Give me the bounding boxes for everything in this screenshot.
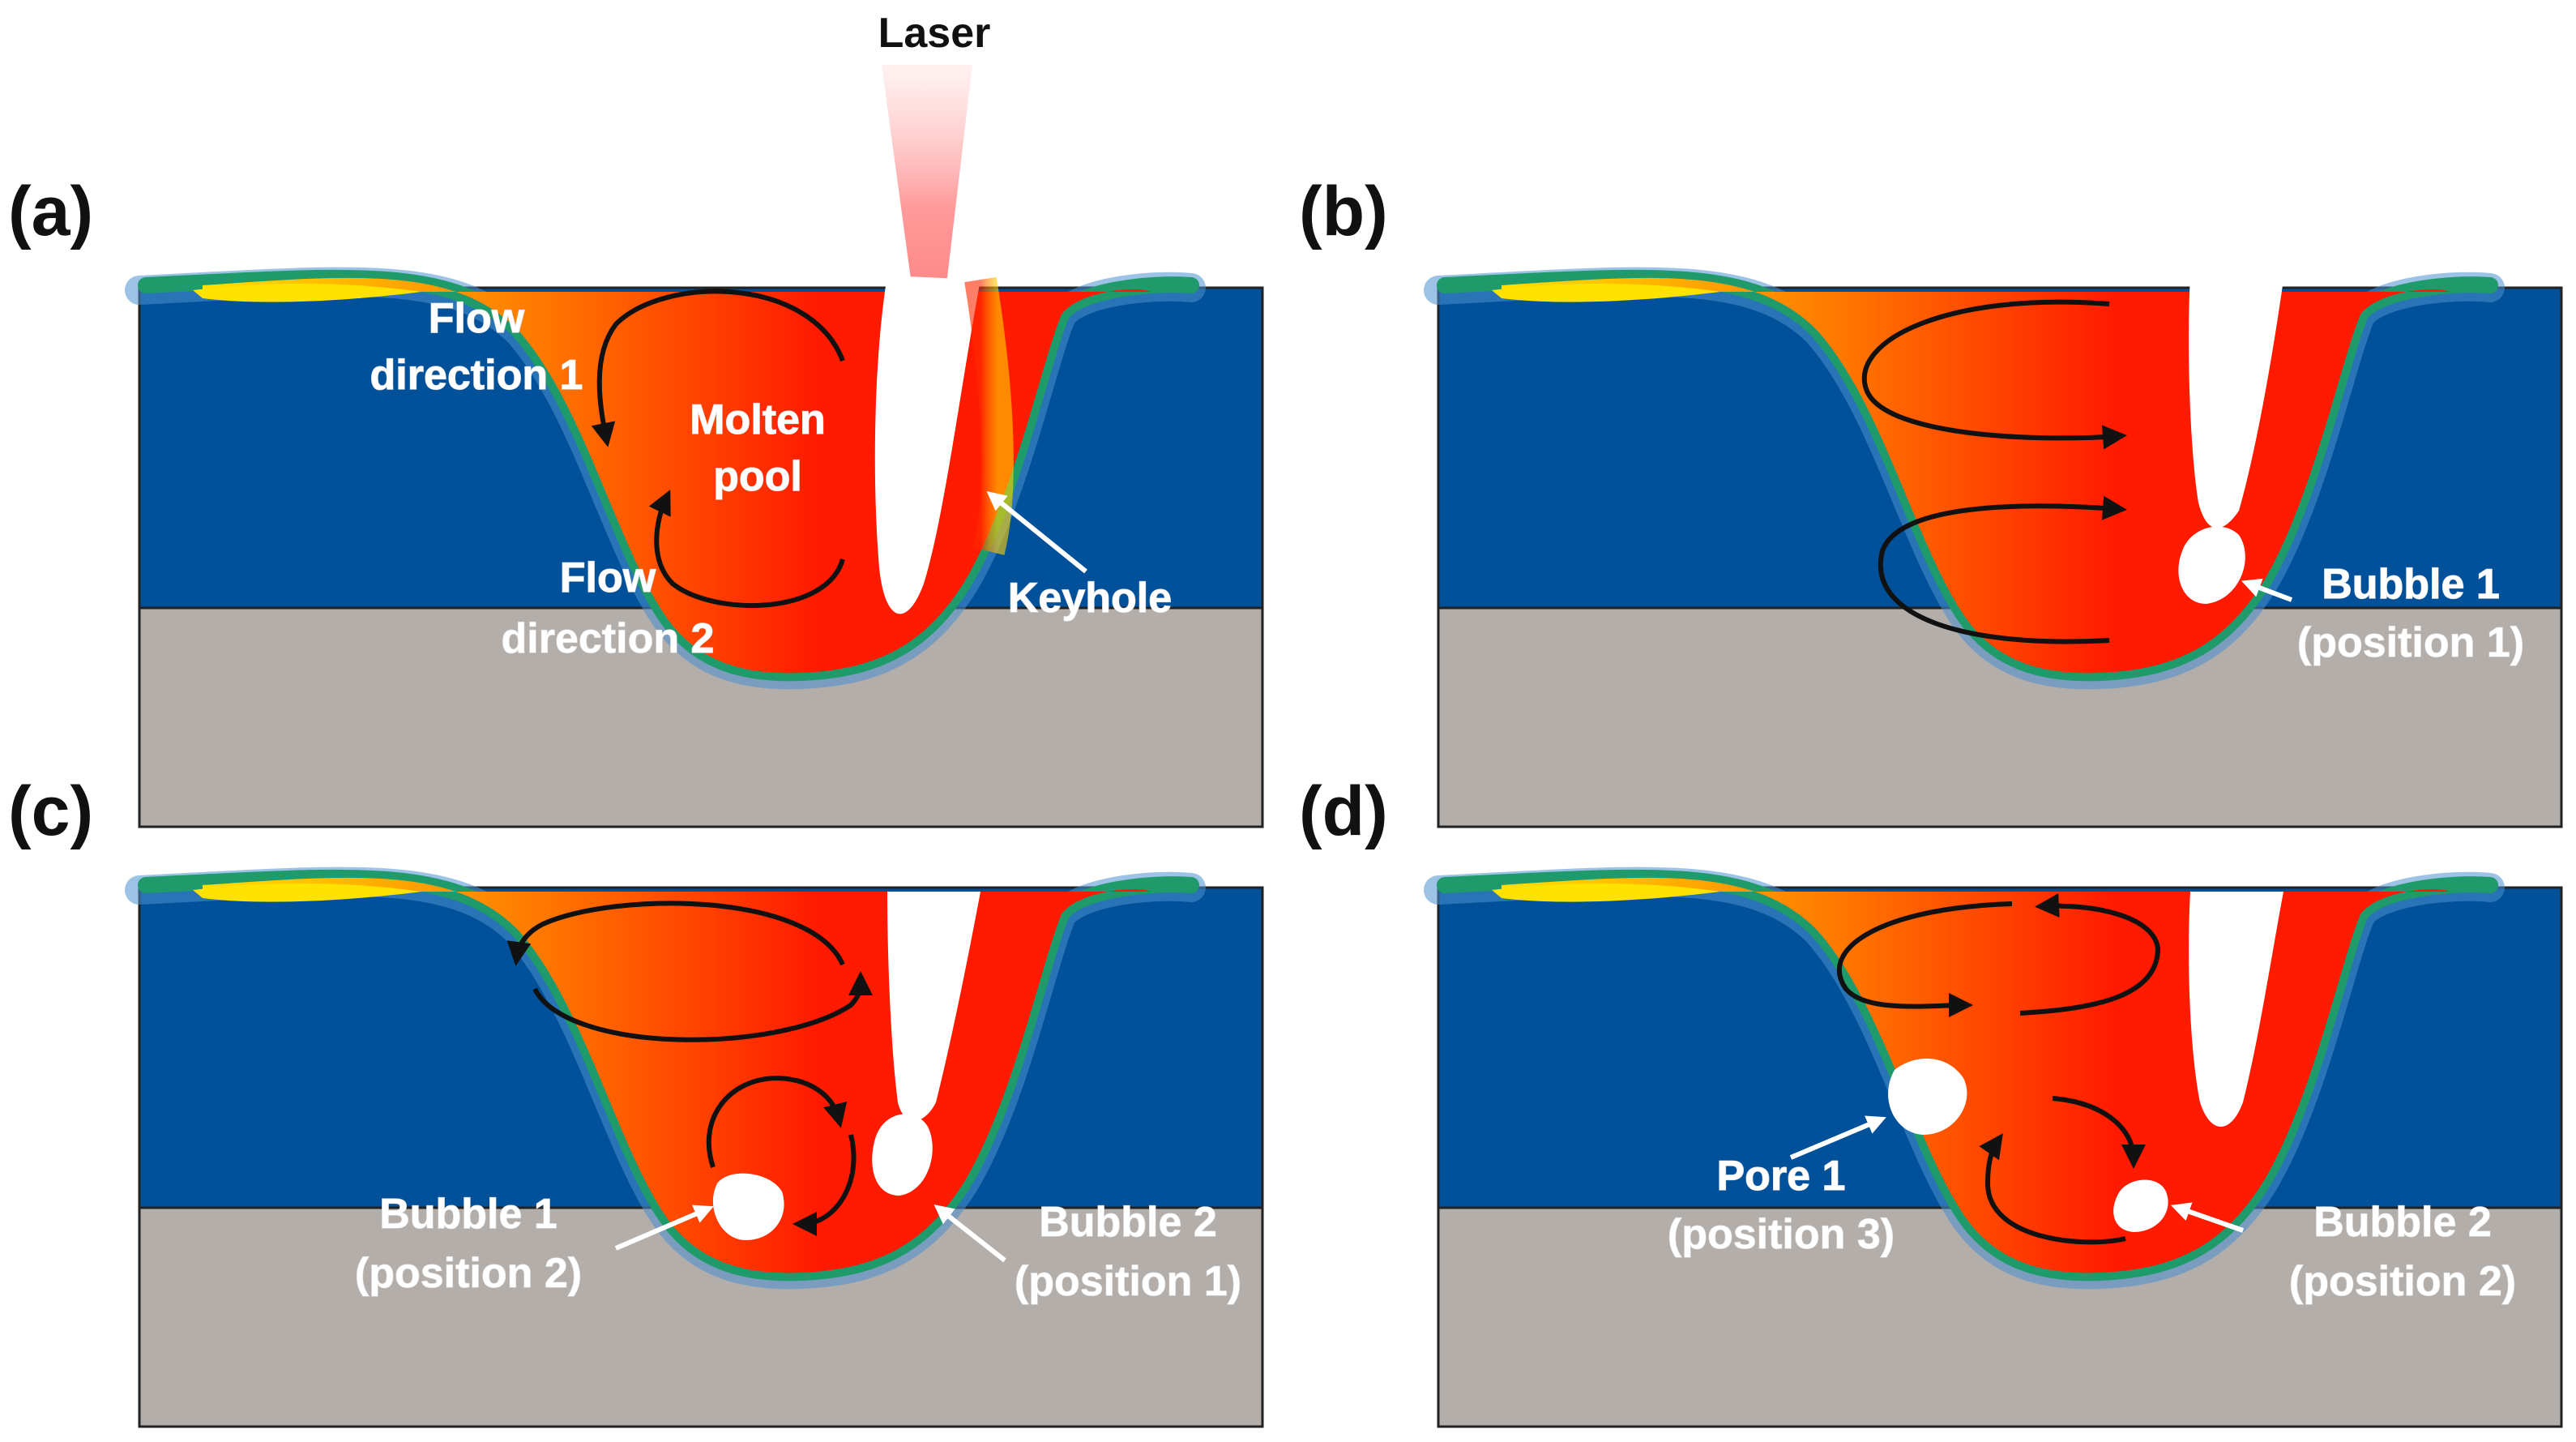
flow-arrow-upper-left (1836, 901, 2013, 1018)
keyhole-label: Keyhole (1008, 575, 1172, 622)
panel-c: (c) Bubble 1 (position 2) Bubble 2 (posi… (8, 772, 1262, 1427)
bubble-2-pointer-arrow (2170, 1202, 2244, 1233)
bubble-1-line2: (position 2) (355, 1250, 582, 1297)
bubble-1 (2178, 526, 2245, 604)
bubble-2-line1: Bubble 2 (2313, 1199, 2492, 1246)
bubble-2-pointer-arrow (933, 1205, 1006, 1263)
pore-1-pointer-arrow (1789, 1115, 1886, 1160)
flow-arrow-upper (591, 289, 845, 447)
panel-letter-d: (d) (1299, 772, 1388, 850)
bubble-2 (872, 1114, 933, 1196)
flow-arrow-lower (1878, 495, 2127, 644)
flow-arrow-upper-right (2019, 893, 2161, 1016)
bubble-1-pointer-arrow (2241, 578, 2293, 602)
flow-arrow-upper (506, 901, 845, 966)
flow-arrow-lower-left (1979, 1133, 2126, 1245)
bubble-2-line1: Bubble 2 (1039, 1199, 1217, 1246)
panel-letter-a: (a) (8, 173, 93, 250)
flow-direction-1-line2: direction 1 (370, 352, 583, 399)
keyhole-cavity (2189, 276, 2283, 528)
pore-1-line1: Pore 1 (1717, 1153, 1846, 1200)
flow-direction-2-line1: Flow (560, 554, 656, 601)
bubble-1 (712, 1173, 784, 1240)
pore-1-line2: (position 3) (1668, 1211, 1895, 1258)
flow-arrow-lower (706, 1075, 848, 1168)
flow-direction-2-line2: direction 2 (502, 615, 715, 662)
panel-b: (b) Bubble 1 (position 1) (1299, 173, 2561, 827)
bubble-2-line2: (position 1) (1015, 1258, 1241, 1305)
flow-direction-1-line1: Flow (429, 295, 525, 342)
keyhole-cavity (874, 276, 980, 614)
bubble-2 (2113, 1179, 2168, 1232)
flow-arrow-upper-return (532, 971, 873, 1042)
pore-1 (1888, 1059, 1967, 1135)
molten-pool-line1: Molten (690, 396, 826, 443)
bubble-1-line1: Bubble 1 (379, 1191, 557, 1238)
flow-arrow-lower (648, 490, 845, 608)
bubble-1-line2: (position 1) (2297, 619, 2524, 666)
laser-label: Laser (878, 10, 991, 57)
panel-a: (a) Flow direction 1 Molten pool Flow di… (8, 173, 1262, 827)
keyhole-cavity (2189, 892, 2283, 1127)
bubble-2-line2: (position 2) (2289, 1258, 2516, 1305)
laser-beam (882, 65, 972, 421)
molten-pool-line2: pool (713, 453, 802, 500)
flow-arrow-upper (1862, 299, 2127, 450)
panel-d: (d) Pore 1 (position 3) Bubble 2 (positi… (1299, 772, 2561, 1427)
flow-arrow-lower-right (2052, 1096, 2146, 1169)
keyhole-cavity (887, 892, 980, 1121)
keyhole-pointer-arrow (986, 490, 1087, 574)
bubble-1-pointer-arrow (614, 1205, 714, 1251)
bubble-1-line1: Bubble 1 (2322, 561, 2500, 608)
panel-letter-c: (c) (8, 772, 93, 850)
panel-letter-b: (b) (1299, 173, 1388, 250)
flow-arrow-lower-return (792, 1134, 857, 1236)
